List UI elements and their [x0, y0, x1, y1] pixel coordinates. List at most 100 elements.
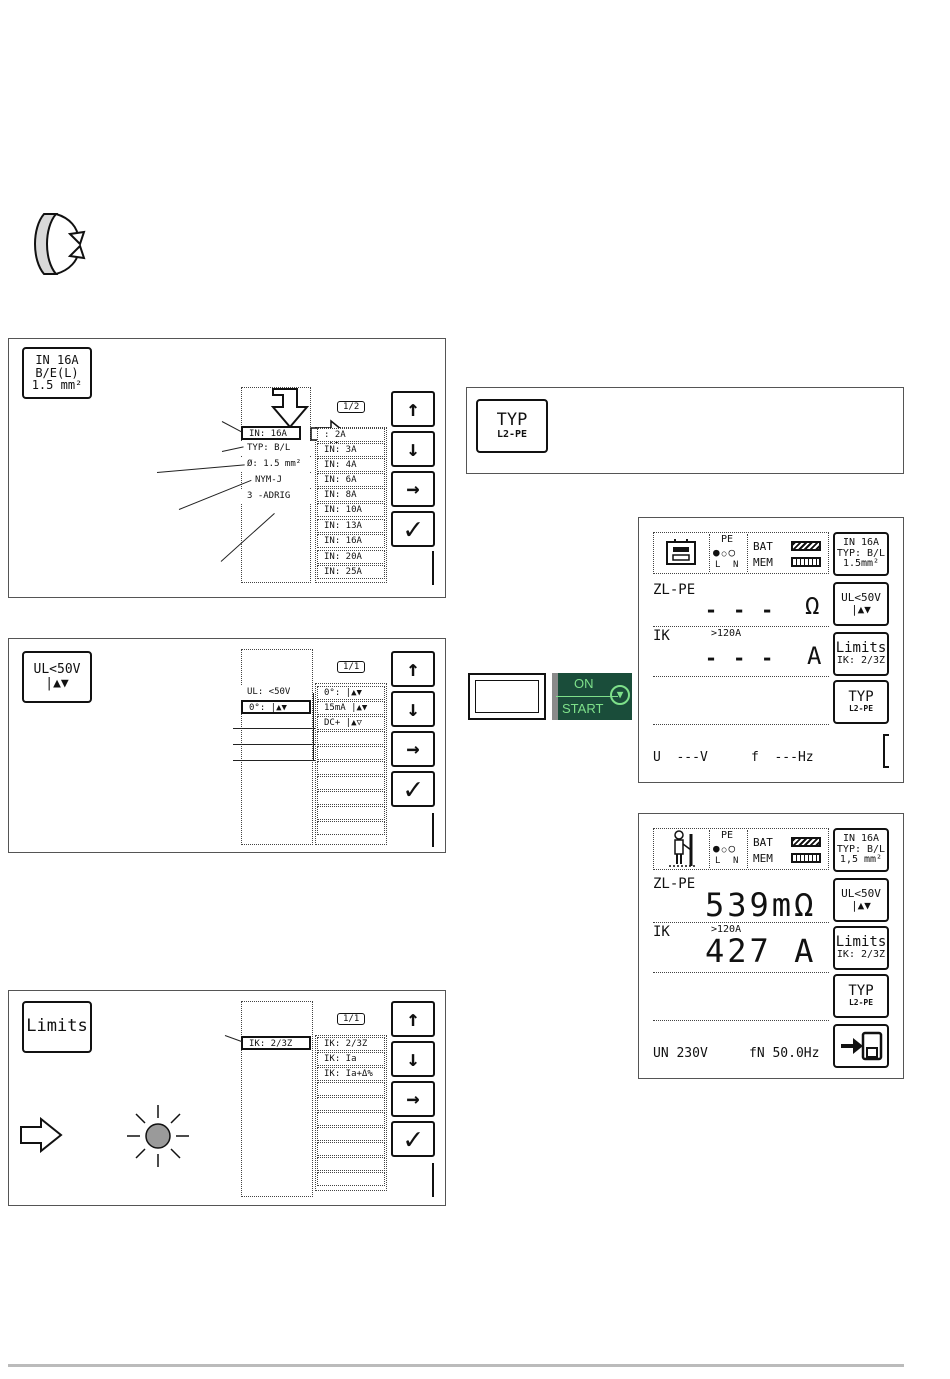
- confirm-button[interactable]: ✓: [391, 511, 435, 547]
- status-bar: [653, 532, 829, 574]
- softkey-line: |▲▼: [45, 676, 69, 691]
- panel-touch-voltage: UL<50V |▲▼ 1/1 UL: <50V 0°: |▲▼ 0°: |▲▼ …: [8, 638, 446, 853]
- list-item[interactable]: IK: 2/3Z: [317, 1037, 385, 1051]
- battery-icon: [791, 837, 821, 847]
- arrow-up-icon: ↑: [406, 396, 420, 422]
- divider: [653, 972, 829, 973]
- touch-voltage-softkey[interactable]: UL<50V |▲▼: [833, 878, 889, 922]
- selected-limit[interactable]: IK: 2/3Z: [241, 1036, 311, 1050]
- scroll-up-button[interactable]: ↑: [391, 391, 435, 427]
- list-item[interactable]: IN: 6A: [317, 473, 385, 487]
- typ-softkey[interactable]: TYP L2-PE: [476, 399, 548, 453]
- list-item[interactable]: 0°: |▲▼: [317, 686, 385, 700]
- battery-icon: [791, 541, 821, 551]
- selected-rated-current[interactable]: IN: 16A: [241, 426, 301, 440]
- next-level-button[interactable]: →: [391, 731, 435, 767]
- confirm-button[interactable]: ✓: [391, 1121, 435, 1157]
- bat-label: BAT: [753, 540, 773, 553]
- ik-label: IK: [653, 628, 670, 644]
- softkey-line: TYP: B/L: [836, 547, 886, 559]
- softkey-line: TYP: [848, 983, 874, 1000]
- list-item[interactable]: DC+ |▲▽: [317, 716, 385, 730]
- ampere-unit: A: [807, 642, 822, 670]
- mem-label: MEM: [753, 556, 773, 569]
- list-item[interactable]: IK: Ia: [317, 1052, 385, 1066]
- typ-softkey[interactable]: TYP L2-PE: [833, 974, 889, 1018]
- list-item[interactable]: IN: 10A: [317, 503, 385, 517]
- scrollbar[interactable]: [432, 1163, 434, 1197]
- zl-pe-label: ZL-PE: [653, 582, 696, 598]
- page-rule: [8, 1364, 904, 1367]
- list-item[interactable]: 15mA |▲▼: [317, 701, 385, 715]
- rated-current-softkey[interactable]: IN 16A TYP: B/L 1.5mm²: [833, 532, 889, 576]
- list-item[interactable]: IN: 13A: [317, 519, 385, 533]
- socket-pins-icon: ●○○: [713, 546, 738, 559]
- scroll-down-button[interactable]: ↓: [391, 431, 435, 467]
- scrollbar[interactable]: [432, 813, 434, 847]
- touch-voltage-softkey[interactable]: UL<50V |▲▼: [833, 582, 889, 626]
- list-item: [317, 1112, 385, 1126]
- save-button[interactable]: [833, 1024, 889, 1068]
- submenu-left-list: [241, 1001, 313, 1197]
- checkmark-icon: ✓: [403, 1121, 423, 1157]
- rated-current-softkey[interactable]: IN 16A B/E(L) 1.5 mm²: [22, 347, 92, 399]
- submenu-right-list: [315, 1035, 387, 1191]
- typ-softkey[interactable]: TYP L2-PE: [833, 680, 889, 724]
- list-item: TYP: B/L: [241, 442, 311, 456]
- arrow-down-icon: ↓: [406, 436, 420, 462]
- list-item[interactable]: IK: Ia+Δ%: [317, 1067, 385, 1081]
- limits-softkey[interactable]: Limits IK: 2/3Z: [833, 926, 889, 970]
- divider: [653, 724, 829, 725]
- ik-value: 427 A: [705, 932, 817, 970]
- selected-touch-voltage[interactable]: 0°: |▲▼: [241, 700, 311, 714]
- limits-softkey[interactable]: Limits: [22, 1001, 92, 1053]
- softkey-line: TYP: B/L: [836, 843, 886, 855]
- list-item: [317, 806, 385, 820]
- list-item[interactable]: IN: 20A: [317, 550, 385, 564]
- scroll-down-button[interactable]: ↓: [391, 691, 435, 727]
- scroll-up-button[interactable]: ↑: [391, 651, 435, 687]
- list-item: NYM-J: [249, 474, 311, 488]
- list-item[interactable]: : 2A: [317, 428, 385, 442]
- softkey-line: L2-PE: [848, 998, 874, 1008]
- softkey-line: UL<50V: [841, 591, 881, 605]
- memory-icon: [791, 557, 821, 567]
- softkey-line: IN 16A: [842, 833, 880, 845]
- scroll-down-button[interactable]: ↓: [391, 1041, 435, 1077]
- divider: [709, 830, 710, 868]
- rated-current-softkey[interactable]: IN 16A TYP: B/L 1,5 mm²: [833, 828, 889, 872]
- softkey-line: L2-PE: [848, 704, 874, 714]
- ik-value: - - -: [705, 646, 776, 670]
- next-level-button[interactable]: →: [391, 471, 435, 507]
- submenu-right-list: [315, 683, 387, 845]
- start-label: START: [562, 701, 604, 716]
- list-item[interactable]: IN: 4A: [317, 458, 385, 472]
- list-item[interactable]: IN: 16A: [317, 534, 385, 548]
- softkey-line: UL<50V: [33, 662, 81, 678]
- checkmark-icon: ✓: [403, 771, 423, 807]
- leader-line: [233, 744, 315, 745]
- submenu-left-list: [241, 649, 313, 845]
- select-arrow-icon: [267, 385, 313, 431]
- ik-range: >120A: [711, 924, 742, 935]
- leader-line: [233, 728, 315, 729]
- list-item[interactable]: IN: 3A: [317, 443, 385, 457]
- list-item[interactable]: IN: 8A: [317, 488, 385, 502]
- list-item[interactable]: IN: 25A: [317, 565, 385, 579]
- softkey-line: IK: 2/3Z: [836, 949, 886, 961]
- scrollbar[interactable]: [432, 551, 434, 585]
- limits-softkey[interactable]: Limits IK: 2/3Z: [833, 632, 889, 676]
- confirm-button[interactable]: ✓: [391, 771, 435, 807]
- list-item: [317, 791, 385, 805]
- softkey-line: TYP: [848, 689, 874, 706]
- arrow-down-icon: ↓: [406, 696, 420, 722]
- arrow-right-icon: →: [406, 1086, 420, 1112]
- on-start-button[interactable]: ON START ▼: [552, 673, 632, 720]
- scroll-up-button[interactable]: ↑: [391, 1001, 435, 1037]
- chevron-down-icon: ▼: [610, 685, 630, 705]
- next-level-button[interactable]: →: [391, 1081, 435, 1117]
- touch-voltage-softkey[interactable]: UL<50V |▲▼: [22, 651, 92, 703]
- divider: [747, 830, 748, 868]
- scrollbar[interactable]: [883, 734, 889, 768]
- mem-label: MEM: [753, 852, 773, 865]
